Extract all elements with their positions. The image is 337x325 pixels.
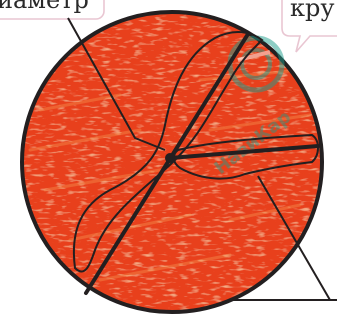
diameter-label: иаметр (0, 0, 89, 14)
circle-label: кру (290, 0, 334, 22)
circle-callout: кру (282, 0, 337, 52)
diameter-callout: иаметр (0, 0, 104, 19)
